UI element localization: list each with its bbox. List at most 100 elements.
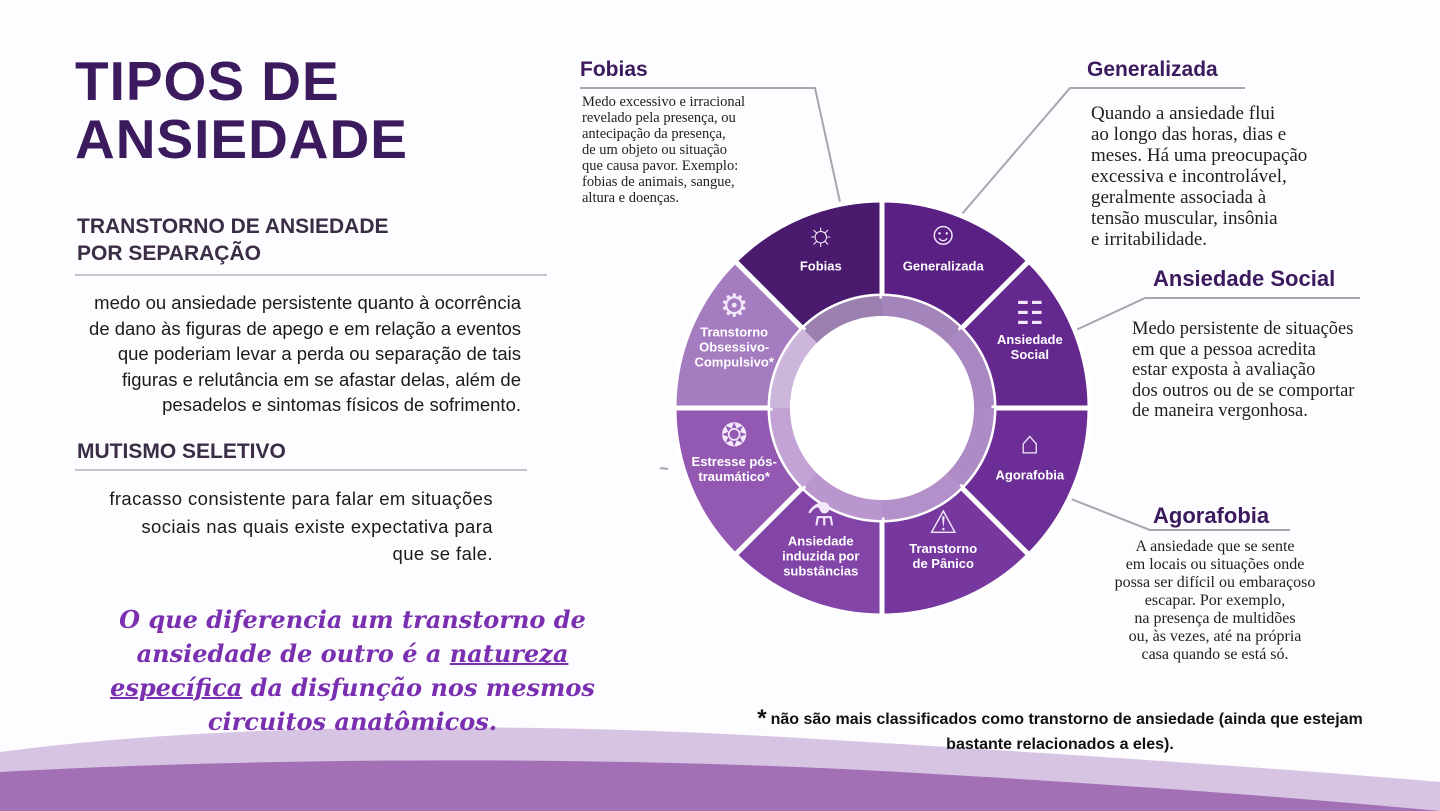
wheel-label: Social <box>1011 347 1049 362</box>
worried-face-icon: ☺ <box>927 216 960 252</box>
wheel-inner-band <box>947 328 994 408</box>
category-title-generalizada: Generalizada <box>1087 58 1218 81</box>
wheel-inner-band <box>947 408 994 488</box>
wave-dark-band <box>0 760 1440 811</box>
body-mutismo: fracasso consistente para falar em situa… <box>40 485 493 568</box>
desc-line: altura e doenças. <box>582 190 680 206</box>
wheel-inner-band <box>770 328 817 408</box>
body-line: medo ou ansiedade persistente quanto à o… <box>94 292 521 313</box>
category-title-fobias: Fobias <box>580 58 648 81</box>
quote-emphasis: natureza específica <box>110 639 569 702</box>
wheel-label: de Pânico <box>913 556 974 571</box>
desc-line: de maneira vergonhosa. <box>1132 401 1308 421</box>
wheel-label: Generalizada <box>903 259 985 274</box>
body-line: que se fale. <box>392 543 493 564</box>
wheel-label: traumático* <box>698 469 770 484</box>
desc-line: antecipação da presença, <box>582 126 726 142</box>
category-title-agorafobia: Agorafobia <box>1153 503 1270 528</box>
category-desc-fobias: Medo excessivo e irracional revelado pel… <box>582 94 745 206</box>
connector-agorafobia <box>1065 496 1290 531</box>
desc-line: estar exposta à avaliação <box>1132 360 1316 380</box>
desc-line: meses. Há uma preocupação <box>1091 145 1308 166</box>
desc-line: na presença de multidões <box>1134 610 1296 627</box>
house-crowd-icon: ⌂ <box>1020 425 1039 461</box>
anxiety-wheel: ☼Fobias☺Generalizada☷AnsiedadeSocial⌂Ago… <box>671 197 1093 619</box>
desc-line: possa ser difícil ou embaraçoso <box>1114 574 1316 591</box>
page-title: TIPOS DE ANSIEDADE <box>75 52 408 168</box>
wheel-inner-band <box>882 296 962 343</box>
desc-line: Medo persistente de situações <box>1132 319 1354 339</box>
connector-left-stub <box>659 467 669 470</box>
desc-line: que causa pavor. Exemplo: <box>582 158 739 174</box>
wheel-label: Compulsivo* <box>694 354 774 369</box>
flask-icon: ⚗ <box>806 496 835 532</box>
connector-generalizada <box>961 87 1245 215</box>
desc-line: Quando a ansiedade flui <box>1091 103 1276 124</box>
divider <box>75 274 547 276</box>
heading-line: TRANSTORNO DE ANSIEDADE <box>77 215 389 238</box>
body-separacao: medo ou ansiedade persistente quanto à o… <box>30 290 521 418</box>
desc-line: geralmente associada à <box>1091 187 1267 208</box>
category-desc-agorafobia: A ansiedade que se sente em locais ou si… <box>1110 538 1320 664</box>
wheel-inner-band <box>802 473 882 520</box>
title-line: ANSIEDADE <box>75 108 408 170</box>
body-line: que poderiam levar a perda ou separação … <box>117 343 521 364</box>
divider <box>75 469 527 471</box>
desc-line: ao longo das horas, dias e <box>1091 124 1287 145</box>
body-line: de dano às figuras de apego e em relação… <box>89 317 521 339</box>
desc-line: em que a pessoa acredita <box>1132 339 1316 360</box>
title-line: TIPOS DE <box>75 50 340 112</box>
body-line: pesadelos e sintomas físicos de sofrimen… <box>162 394 521 415</box>
wheel-center <box>790 316 974 500</box>
head-brain-icon: ❂ <box>721 417 748 453</box>
wheel-label: induzida por <box>782 548 859 563</box>
footnote-asterisk: * <box>757 705 767 732</box>
wheel-label: Transtorno <box>700 324 768 339</box>
desc-line: A ansiedade que se sente <box>1135 538 1295 555</box>
quote: O que diferencia um transtorno de ansied… <box>80 603 625 739</box>
quote-text: da disfunção nos mesmos circuitos anatôm… <box>207 673 595 736</box>
wheel-inner-band <box>770 408 817 488</box>
wheel-label: substâncias <box>783 563 858 578</box>
desc-line: Medo excessivo e irracional <box>582 94 746 110</box>
wheel-label: Transtorno <box>909 541 977 556</box>
desc-line: dos outros ou de se comportar <box>1132 380 1355 401</box>
wheel-label: Ansiedade <box>997 332 1063 347</box>
warning-icon: ⚠ <box>929 504 958 540</box>
heading-mutismo: MUTISMO SELETIVO <box>77 438 286 465</box>
wheel-label: Ansiedade <box>788 533 854 548</box>
desc-line: casa quando se está só. <box>1141 646 1289 663</box>
heading-line: POR SEPARAÇÃO <box>77 242 261 265</box>
people-chat-icon: ☷ <box>1015 295 1044 331</box>
footnote: *não são mais classificados como transto… <box>700 706 1420 757</box>
wheel-inner-band <box>882 473 962 520</box>
fear-face-icon: ☼ <box>806 216 835 252</box>
footnote-line: bastante relacionados a eles). <box>946 736 1174 753</box>
heading-line: MUTISMO SELETIVO <box>77 440 286 463</box>
category-desc-social: Medo persistente de situações em que a p… <box>1132 319 1354 422</box>
wheel-label: Agorafobia <box>996 468 1065 483</box>
quote-text: O que diferencia um transtorno de ansied… <box>119 605 586 668</box>
desc-line: escapar. Por exemplo, <box>1144 592 1286 609</box>
desc-line: tensão muscular, insônia <box>1091 208 1278 229</box>
body-line: fracasso consistente para falar em situa… <box>109 488 493 509</box>
desc-line: revelado pela presença, ou <box>582 110 736 126</box>
connector-lines <box>580 87 1360 531</box>
desc-line: fobias de animais, sangue, <box>582 174 735 190</box>
connector-fobias <box>580 87 841 203</box>
category-desc-generalizada: Quando a ansiedade flui ao longo das hor… <box>1091 103 1307 250</box>
desc-line: ou, às vezes, até na própria <box>1128 628 1302 645</box>
wheel-inner-band <box>802 296 882 343</box>
desc-line: de um objeto ou situação <box>582 142 727 158</box>
heading-separacao: TRANSTORNO DE ANSIEDADE POR SEPARAÇÃO <box>77 213 389 267</box>
wheel-label: Fobias <box>800 259 842 274</box>
desc-line: e irritabilidade. <box>1091 229 1208 250</box>
body-line: sociais nas quais existe expectativa par… <box>141 515 493 537</box>
connector-social <box>1075 297 1360 331</box>
footnote-line: não são mais classificados como transtor… <box>770 711 1363 728</box>
wheel-label: Estresse pós- <box>692 454 777 469</box>
wheel-label: Obsessivo- <box>699 339 769 354</box>
desc-line: em locais ou situações onde <box>1125 556 1305 573</box>
body-line: figuras e relutância em se afastar delas… <box>122 368 521 390</box>
